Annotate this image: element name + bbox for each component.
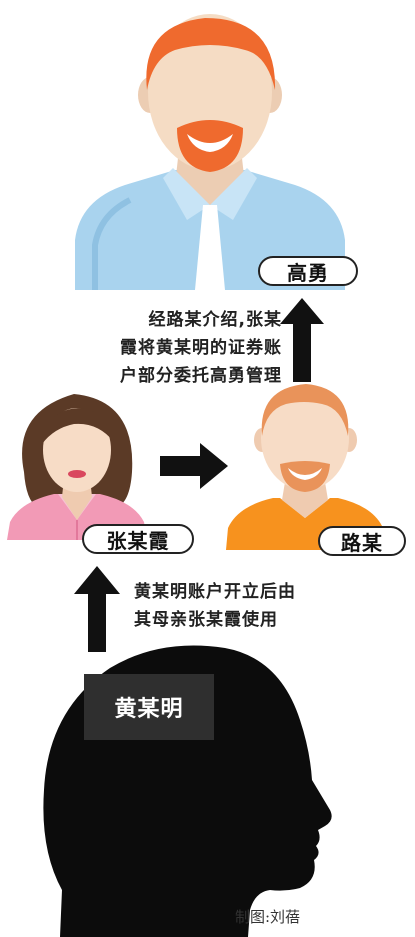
caption-account-usage-line-2: 其母亲张某霞使用 [134,610,278,630]
caption-account-usage: 黄某明账户开立后由 其母亲张某霞使用 [134,578,374,634]
man-orange-shirt-icon [226,384,386,550]
name-label-gao-yong: 高勇 [258,256,358,286]
caption-referral-line-3: 户部分委托高勇管理 [120,366,282,386]
man-with-tie-icon [75,14,345,290]
name-label-huang-mouming: 黄某明 [84,674,214,740]
name-label-lu-mou: 路某 [318,526,406,556]
zhang-mouxia-figure [2,382,152,540]
gao-yong-figure [55,0,365,290]
woman-icon [7,394,147,540]
arrow-up-to-gao-icon [280,298,324,382]
caption-account-usage-line-1: 黄某明账户开立后由 [134,582,296,602]
arrow-up-to-zhang-icon [74,566,120,652]
arrow-right-to-lu-icon [160,443,228,489]
graphic-credit: 制图:刘蓓 [235,908,301,926]
name-label-zhang-mouxia: 张某霞 [82,524,194,554]
caption-referral-line-2: 霞将黄某明的证券账 [120,338,282,358]
caption-referral-line-1: 经路某介绍,张某 [148,310,282,330]
lu-mou-figure [218,378,393,550]
caption-referral: 经路某介绍,张某 霞将黄某明的证券账 户部分委托高勇管理 [62,306,282,390]
